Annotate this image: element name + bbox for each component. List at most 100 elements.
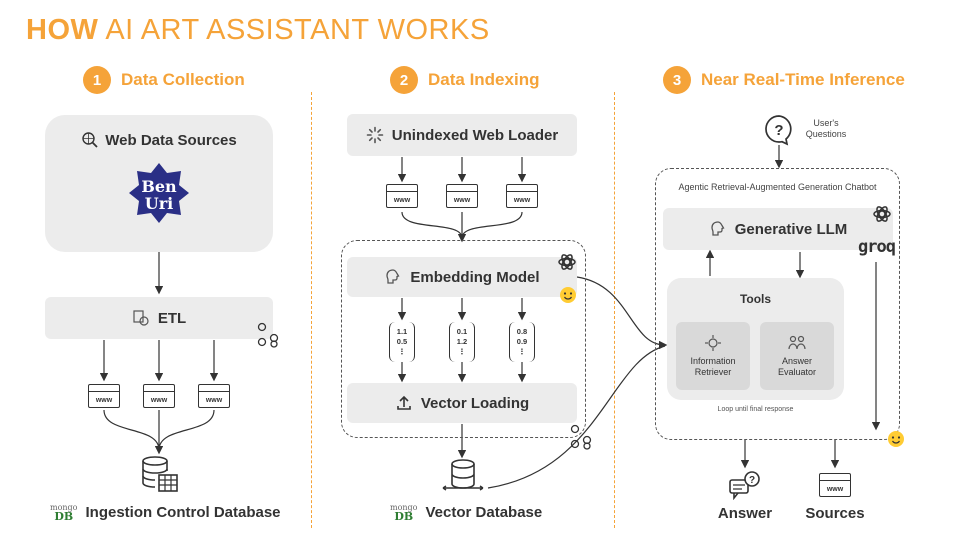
webpage-icon-c2-3: www bbox=[506, 184, 538, 208]
loader-icon bbox=[366, 126, 384, 144]
vector-3-c: ⋮ bbox=[518, 346, 526, 356]
www-label: www bbox=[95, 397, 113, 404]
section-number-2: 2 bbox=[390, 66, 418, 94]
page-title: HOW AI ART ASSISTANT WORKS bbox=[26, 14, 490, 47]
webpage-icon-c2-1: www bbox=[386, 184, 418, 208]
vector-loading-label: Vector Loading bbox=[420, 394, 530, 412]
ben-uri-logo: Ben Uri bbox=[45, 161, 273, 225]
answer-label: Answer bbox=[717, 505, 773, 522]
etl-icon bbox=[132, 309, 150, 327]
section-label-1: Data Collection bbox=[121, 70, 245, 89]
openai-icon-1 bbox=[557, 252, 577, 277]
information-retriever-box: Information Retriever bbox=[676, 322, 750, 390]
ben-uri-logo-mark bbox=[129, 163, 189, 223]
evaluator-line-1: Answer bbox=[781, 356, 812, 367]
answer-evaluator-box: Answer Evaluator bbox=[760, 322, 834, 390]
logo-line-1: Ben bbox=[141, 177, 177, 196]
sources-label: Sources bbox=[805, 505, 865, 522]
vector-loading-box: Vector Loading bbox=[347, 383, 577, 423]
vector-2: 0.1 1.2 ⋮ bbox=[449, 322, 475, 362]
vector-1: 1.1 0.5 ⋮ bbox=[389, 322, 415, 362]
www-label: www bbox=[150, 397, 168, 404]
mongodb-logo-1: mongo DB bbox=[50, 503, 78, 523]
divider-2 bbox=[614, 92, 615, 528]
brain-icon bbox=[384, 268, 402, 286]
huggingface-icon-2 bbox=[887, 430, 905, 453]
svg-text:?: ? bbox=[749, 475, 755, 486]
vector-3-a: 0.8 bbox=[516, 327, 528, 337]
section-label-3: Near Real-Time Inference bbox=[701, 70, 905, 89]
embedding-model-label: Embedding Model bbox=[410, 268, 540, 286]
webpage-icon-c1-1: www bbox=[88, 384, 120, 408]
www-label: www bbox=[205, 397, 223, 404]
section-number-3: 3 bbox=[663, 66, 691, 94]
mongo-top: mongo bbox=[50, 503, 78, 512]
chatbot-frame bbox=[655, 168, 900, 440]
section-data-indexing: 2 Data Indexing bbox=[390, 66, 539, 94]
vector-db-label: Vector Database bbox=[425, 503, 543, 521]
upload-icon bbox=[395, 394, 413, 412]
unindexed-web-loader-box: Unindexed Web Loader bbox=[347, 114, 577, 156]
user-questions-label: User's Questions bbox=[802, 118, 850, 141]
mongo-bottom: DB bbox=[54, 510, 74, 523]
title-rest: AI ART ASSISTANT WORKS bbox=[105, 14, 490, 46]
web-data-sources-header: Web Data Sources bbox=[45, 131, 273, 149]
vector-1-c: ⋮ bbox=[398, 346, 406, 356]
groq-logo: groq bbox=[858, 237, 896, 257]
webpage-icon-c1-3: www bbox=[198, 384, 230, 408]
embedding-model-box: Embedding Model bbox=[347, 257, 577, 297]
user-questions-line-2: Questions bbox=[805, 129, 847, 140]
webpage-icon-c2-2: www bbox=[446, 184, 478, 208]
generative-llm-label: Generative LLM bbox=[734, 220, 848, 238]
web-data-sources-box: Web Data Sources Ben Uri bbox=[45, 115, 273, 252]
retriever-icon bbox=[704, 334, 722, 352]
indexing-pipeline-frame bbox=[341, 240, 586, 438]
mongodb-logo-2: mongo DB bbox=[390, 503, 418, 523]
vector-2-c: ⋮ bbox=[458, 346, 466, 356]
tools-label: Tools bbox=[739, 292, 772, 306]
question-icon: ? bbox=[763, 114, 795, 151]
etl-label: ETL bbox=[157, 309, 187, 327]
retriever-line-2: Retriever bbox=[694, 367, 732, 377]
www-label: www bbox=[393, 197, 411, 204]
brain-icon bbox=[709, 220, 727, 238]
divider-1 bbox=[311, 92, 312, 528]
vector-1-a: 1.1 bbox=[396, 327, 408, 337]
svg-text:?: ? bbox=[774, 122, 783, 139]
loop-note: Loop until final response bbox=[717, 406, 794, 413]
vector-3: 0.8 0.9 ⋮ bbox=[509, 322, 535, 362]
airflow-icon-2 bbox=[570, 424, 592, 455]
vector-database-icon bbox=[441, 458, 485, 499]
vector-3-b: 0.9 bbox=[516, 337, 528, 347]
evaluator-line-2: Evaluator bbox=[777, 367, 817, 377]
mongo-bottom: DB bbox=[394, 510, 414, 523]
unindexed-web-loader-label: Unindexed Web Loader bbox=[391, 126, 559, 144]
generative-llm-box: Generative LLM bbox=[663, 208, 893, 250]
logo-line-2: Uri bbox=[144, 194, 174, 213]
ingestion-db-label: Ingestion Control Database bbox=[85, 503, 281, 521]
huggingface-icon-1 bbox=[559, 286, 577, 309]
openai-icon-2 bbox=[872, 204, 892, 229]
www-label: www bbox=[453, 197, 471, 204]
chatbot-title: Agentic Retrieval-Augmented Generation C… bbox=[678, 182, 877, 192]
section-number-1: 1 bbox=[83, 66, 111, 94]
airflow-icon-1 bbox=[257, 322, 279, 353]
www-label: www bbox=[513, 197, 531, 204]
evaluator-icon bbox=[787, 334, 807, 352]
retriever-line-1: Information bbox=[690, 356, 736, 367]
mongo-top: mongo bbox=[390, 503, 418, 512]
www-label: www bbox=[826, 486, 844, 493]
sources-webpage-icon: www bbox=[819, 473, 851, 497]
database-table-icon bbox=[140, 455, 180, 500]
vector-2-b: 1.2 bbox=[456, 337, 468, 347]
web-data-sources-label: Web Data Sources bbox=[105, 131, 237, 149]
section-label-2: Data Indexing bbox=[428, 70, 540, 89]
vector-2-a: 0.1 bbox=[456, 327, 468, 337]
ingestion-db-label-row: mongo DB Ingestion Control Database bbox=[50, 503, 281, 523]
etl-box: ETL bbox=[45, 297, 273, 339]
vector-db-label-row: mongo DB Vector Database bbox=[390, 503, 543, 523]
section-inference: 3 Near Real-Time Inference bbox=[663, 66, 905, 94]
web-search-icon bbox=[81, 131, 99, 149]
user-questions-line-1: User's bbox=[813, 118, 839, 128]
